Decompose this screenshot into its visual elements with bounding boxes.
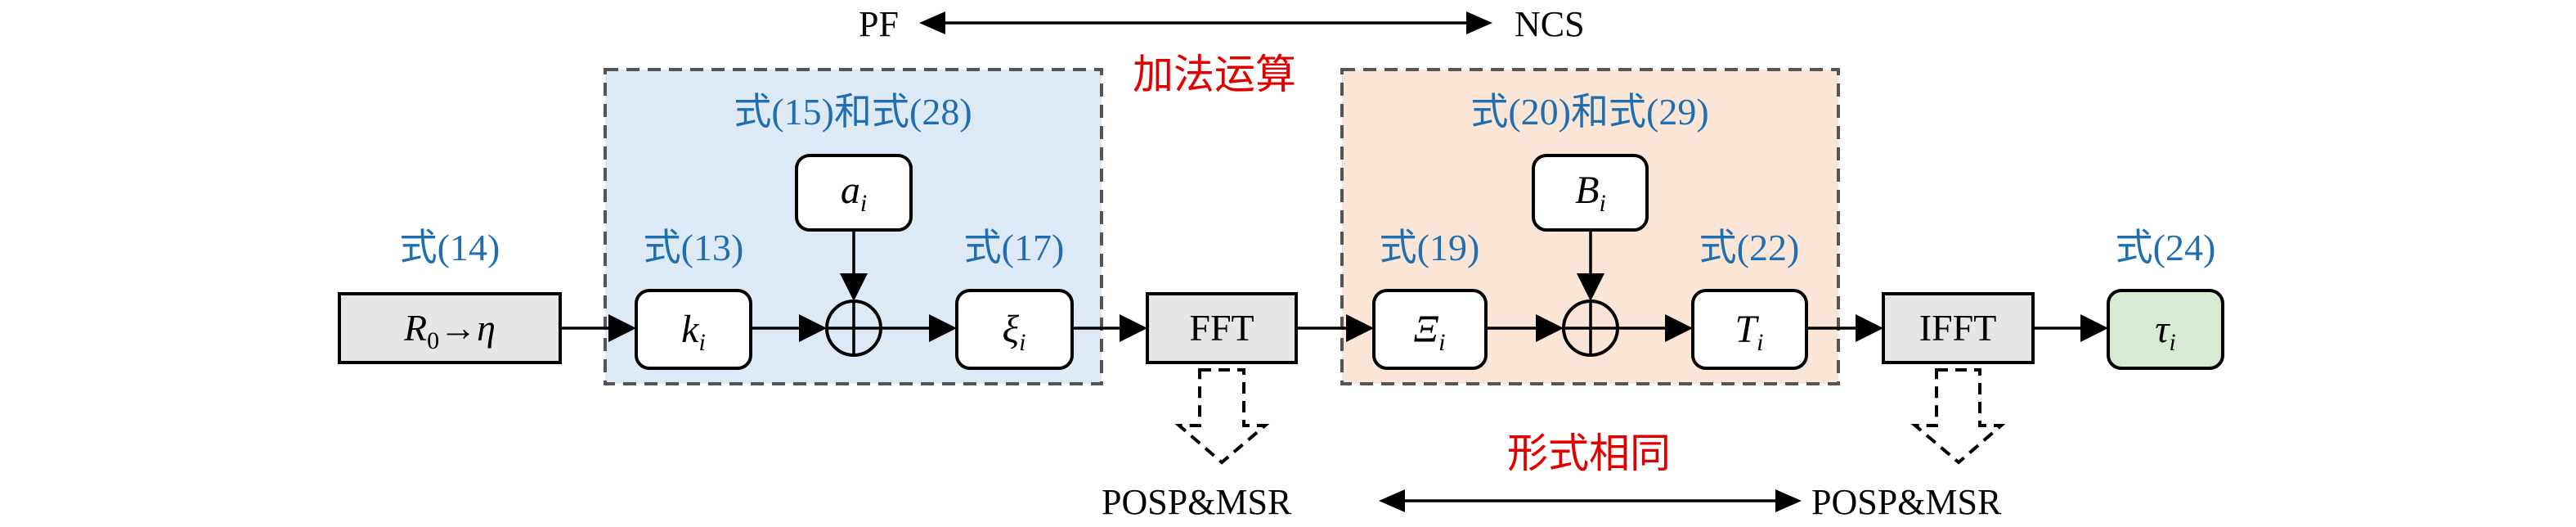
posp-msr-left-label: POSP&MSR (1102, 482, 1292, 522)
arrow-head-B-to-sum2 (1577, 273, 1604, 301)
bottom-arrow-head-left (1379, 489, 1405, 512)
tau-symbol: τ (2155, 308, 2170, 351)
k-symbol: k (681, 308, 700, 351)
capital-xi-subscript: i (1438, 329, 1445, 356)
node-t-i: Ti (1691, 289, 1808, 370)
eq-label-14: 式(14) (400, 227, 500, 268)
node-xi-i: ξi (955, 289, 1074, 370)
arrow-head-k-to-sum1 (799, 314, 827, 342)
top-arrow-head-left (919, 11, 945, 34)
t-subscript: i (1757, 329, 1763, 356)
summing-junction-2 (1562, 300, 1619, 357)
maps-to-arrow: → (439, 307, 477, 349)
posp-msr-right-label: POSP&MSR (1811, 482, 2002, 522)
k-subscript: i (698, 329, 705, 356)
eq-label-22: 式(22) (1699, 227, 1800, 268)
svg-text:ki: ki (681, 308, 706, 356)
same-form-label: 形式相同 (1507, 430, 1671, 477)
node-r0-to-eta: R0→η (338, 292, 562, 364)
tau-subscript: i (2169, 329, 2175, 356)
b-subscript: i (1599, 190, 1605, 217)
arrow-head-r0-to-k (608, 314, 636, 342)
ncs-label: NCS (1515, 4, 1585, 44)
b-symbol: B (1575, 169, 1599, 212)
node-ifft: IFFT (1882, 292, 2035, 364)
svg-text:Ξi: Ξi (1413, 308, 1445, 356)
arrow-head-xi-to-fft (1120, 314, 1147, 342)
t-symbol: T (1735, 308, 1759, 351)
arrow-head-fft-to-Xi (1346, 314, 1374, 342)
eq-label-19: 式(19) (1380, 227, 1480, 268)
bottom-arrow-head-right (1775, 489, 1802, 512)
pf-label: PF (859, 4, 899, 44)
xi-symbol: ξ (1003, 308, 1020, 351)
node-fft: FFT (1146, 292, 1298, 364)
node-k-i: ki (635, 289, 752, 370)
node-b-i: Bi (1532, 154, 1649, 232)
arrow-head-a-to-sum1 (840, 273, 868, 301)
eq-label-24: 式(24) (2116, 227, 2216, 268)
node-tau-i: τi (2107, 289, 2224, 370)
arrow-head-T-to-ifft (1856, 314, 1883, 342)
hollow-down-arrow-fft (1174, 368, 1270, 465)
ifft-label: IFFT (1919, 307, 1997, 349)
arrow-head-sum2-to-T (1665, 314, 1693, 342)
summing-junction-1 (825, 300, 882, 357)
capital-xi-symbol: Ξ (1413, 308, 1438, 351)
arrow-head-Xi-to-sum2 (1536, 314, 1564, 342)
node-a-i: ai (795, 154, 913, 232)
arrow-head-ifft-to-tau (2080, 314, 2108, 342)
ncs-group-title: 式(20)和式(29) (1470, 91, 1708, 133)
eq-label-17: 式(17) (964, 227, 1065, 268)
hollow-down-arrow-ifft (1910, 368, 2006, 465)
svg-text:Bi: Bi (1575, 169, 1606, 217)
xi-subscript: i (1019, 329, 1025, 356)
addition-operation-label: 加法运算 (1133, 51, 1296, 98)
a-symbol: a (841, 169, 860, 212)
a-subscript: i (860, 190, 867, 217)
svg-text:R0→η: R0→η (403, 307, 496, 354)
svg-text:ai: ai (841, 169, 867, 217)
fft-label: FFT (1189, 307, 1254, 349)
svg-text:Ti: Ti (1735, 308, 1763, 356)
r0-symbol: R (403, 307, 427, 349)
r0-subscript: 0 (427, 327, 439, 354)
pf-group-title: 式(15)和式(28) (734, 91, 972, 133)
svg-text:τi: τi (2155, 308, 2176, 356)
node-capital-xi-i: Ξi (1372, 289, 1488, 370)
arrow-head-sum1-to-xi (929, 314, 957, 342)
eta-symbol: η (477, 307, 496, 349)
svg-text:ξi: ξi (1003, 308, 1026, 356)
top-arrow-head-right (1466, 11, 1492, 34)
eq-label-13: 式(13) (644, 227, 744, 268)
